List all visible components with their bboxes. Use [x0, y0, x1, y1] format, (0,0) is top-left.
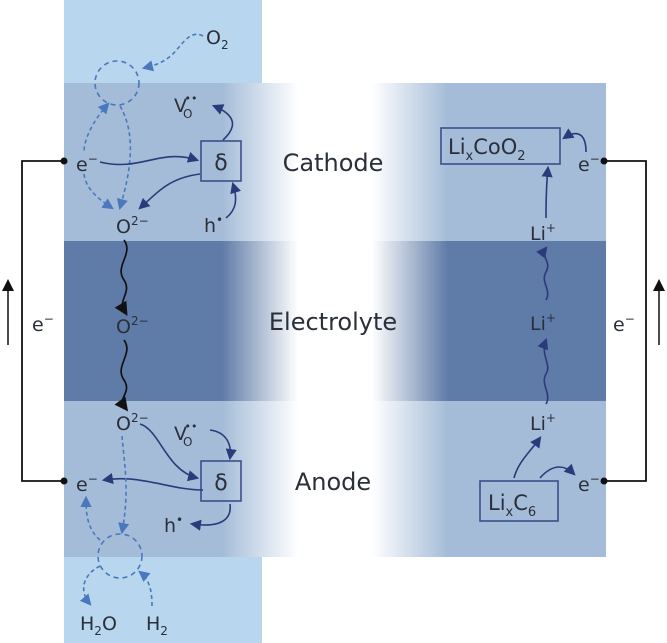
left-external-circuit: e− [2, 157, 68, 485]
cathode-vacancy: VO•• [174, 92, 197, 121]
cathode-compound: LixCoO2 [448, 135, 526, 164]
electrolyte-label: Electrolyte [269, 308, 397, 336]
cathode-electron-dashed-arrow [83, 102, 110, 153]
anode-vacancy: VO•• [174, 420, 197, 449]
li-ion-anode: Li+ [530, 411, 556, 435]
h2-dashed-arrow [138, 570, 153, 607]
vacancy-to-delta-arrow [209, 429, 237, 461]
li-ion-electrolyte: Li+ [530, 311, 556, 335]
cathode-delta: δ [214, 151, 227, 176]
cathode-electron-to-oxide-dashed [83, 173, 114, 210]
anode-electron-dashed-arrow [80, 495, 101, 541]
hole-to-delta-arrow [225, 181, 242, 219]
battery-anode-electron: e− [578, 472, 600, 496]
center-gap [298, 83, 372, 557]
compound-to-electron-arrow [539, 463, 576, 479]
cathode-delta-box [200, 140, 242, 182]
delta-to-vacancy-arrow [211, 104, 234, 141]
cathode-hole: h• [204, 213, 223, 237]
anode-delta: δ [214, 471, 227, 496]
anode-hole: h• [164, 513, 183, 537]
center-fade-left [222, 83, 298, 557]
delta-to-oxide-arrow [138, 173, 201, 210]
anode-compound: LixC6 [488, 491, 536, 520]
cathode-label: Cathode [283, 149, 384, 177]
anode-label: Anode [295, 468, 371, 496]
right-circuit-electron: e− [613, 312, 635, 336]
oxide-to-delta-arrow [139, 423, 200, 482]
anode-oxide-ion: O2− [116, 411, 149, 435]
li-wavy-arrow-1 [536, 246, 549, 301]
cathode-reaction-site [94, 60, 140, 106]
anode-electron: e− [76, 472, 98, 496]
oxide-wavy-arrow-2 [114, 339, 129, 412]
delta-to-hole-arrow [189, 503, 231, 531]
o2-label: O2 [206, 27, 229, 52]
h2-label: H2 [146, 613, 168, 638]
cathode-electron-to-delta-arrow [99, 151, 200, 166]
h2o-dashed-arrow [79, 565, 101, 606]
battery-cathode-electron: e− [578, 152, 600, 176]
li-ion-cathode: Li+ [530, 221, 556, 245]
electrolyte-oxide-ion: O2− [116, 314, 149, 338]
left-circuit-electron: e− [32, 312, 54, 336]
cathode-compound-box [440, 127, 561, 165]
right-external-circuit: e− [600, 157, 665, 485]
anode-delta-box [200, 460, 242, 502]
delta-to-electron-arrow [101, 473, 204, 491]
li-to-compound-arrow [541, 165, 553, 219]
cathode-electron: e− [76, 152, 98, 176]
center-fade-right [372, 83, 448, 557]
anode-oxide-dashed-arrow [118, 435, 130, 535]
electron-to-compound-arrow [562, 128, 587, 153]
o2-arrow [141, 33, 204, 72]
li-wavy-arrow-2 [537, 337, 549, 405]
cathode-oxide-ion: O2− [116, 214, 149, 238]
anode-compound-box [479, 480, 559, 522]
compound-to-li-arrow [513, 436, 542, 479]
h2o-label: H2O [80, 613, 117, 638]
oxide-wavy-arrow-1 [114, 239, 128, 316]
cathode-oxide-dashed-arrow [116, 105, 132, 211]
